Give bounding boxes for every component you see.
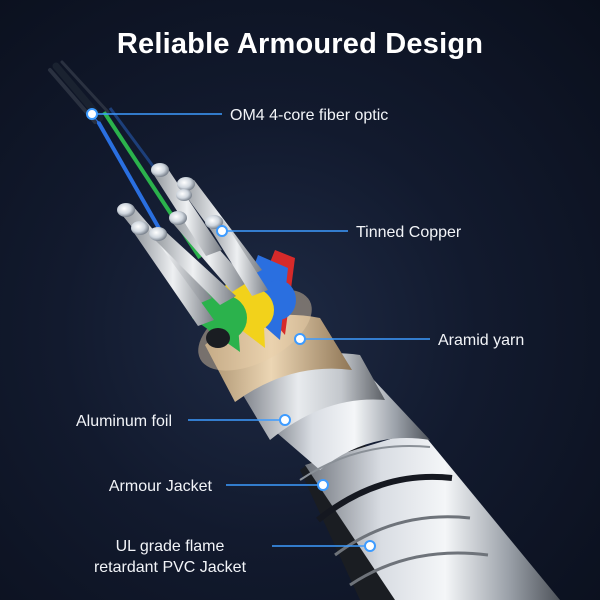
callout-foil xyxy=(188,414,291,426)
callout-dot xyxy=(294,333,306,345)
callout-dot xyxy=(216,225,228,237)
label-pvc: UL grade flame retardant PVC Jacket xyxy=(70,536,270,578)
callout-dot xyxy=(86,108,98,120)
label-copper: Tinned Copper xyxy=(356,224,462,241)
callout-pvc xyxy=(272,540,376,552)
callout-dot xyxy=(364,540,376,552)
callout-copper xyxy=(216,225,348,237)
label-pvc-line1: UL grade flame xyxy=(115,538,225,555)
page-title: Reliable Armoured Design xyxy=(116,28,484,60)
label-aramid: Aramid yarn xyxy=(438,332,525,349)
callout-armour xyxy=(226,479,329,491)
callout-aramid xyxy=(294,333,430,345)
label-fiber: OM4 4-core fiber optic xyxy=(230,107,389,124)
label-armour: Armour Jacket xyxy=(108,478,212,495)
label-foil: Aluminum foil xyxy=(75,413,172,430)
callout-dot xyxy=(317,479,329,491)
label-pvc-line2: retardant PVC Jacket xyxy=(93,559,247,576)
callout-fiber xyxy=(86,108,222,120)
callout-dot xyxy=(279,414,291,426)
